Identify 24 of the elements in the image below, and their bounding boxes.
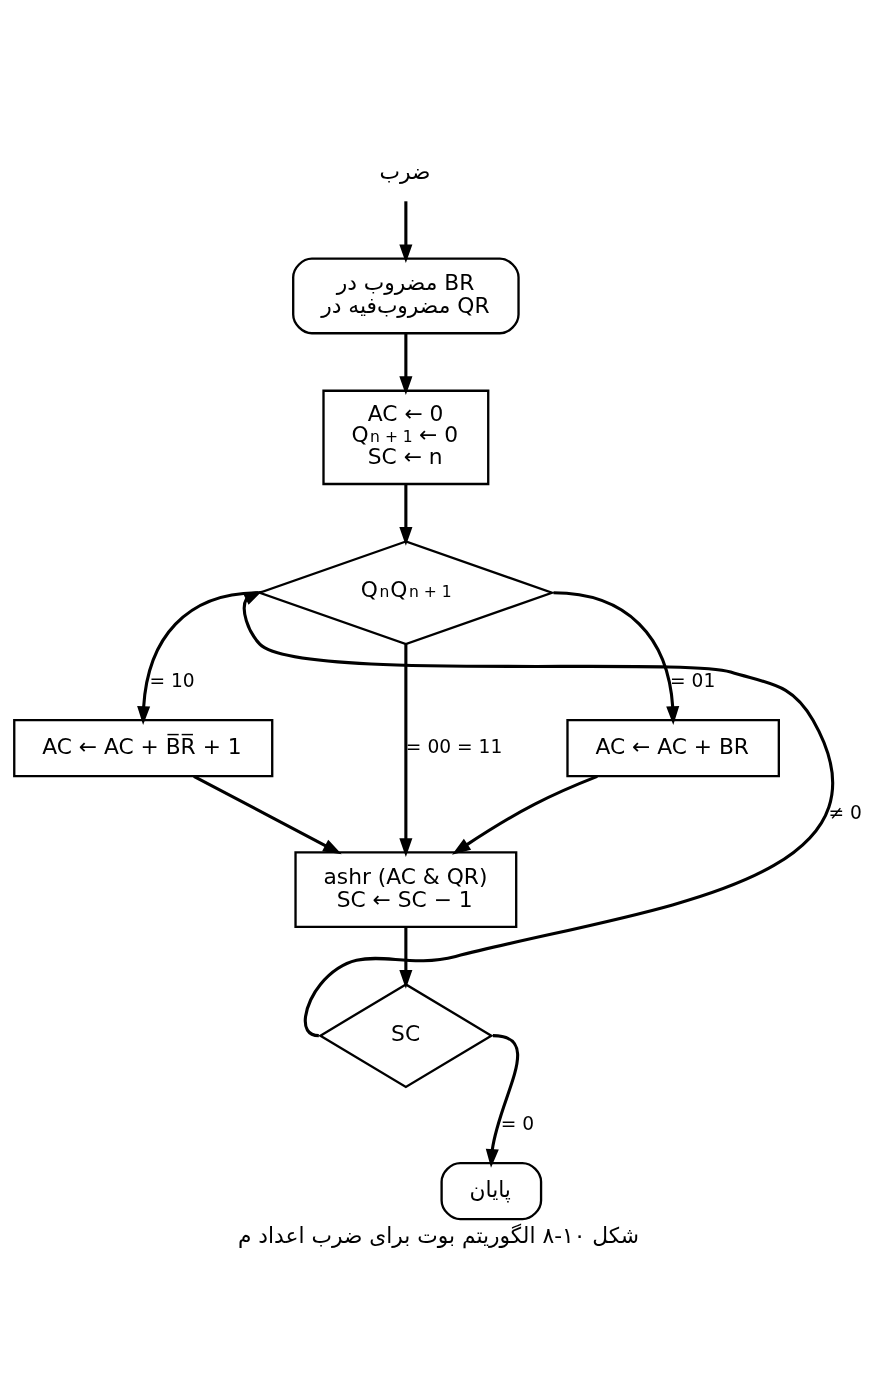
arrow — [137, 591, 259, 725]
node-diamond: SC — [318, 983, 494, 1089]
arrow — [485, 1034, 520, 1168]
node-box: ashr (AC & QR) SC ← SC − 1 — [294, 851, 518, 929]
node-box: مضروب در BR مضروب‌فیه در QR — [292, 257, 520, 335]
arrow — [399, 644, 413, 857]
arrow — [399, 333, 413, 396]
arrow — [452, 774, 598, 855]
node-box: AC ← AC + BR — [566, 719, 780, 778]
caption: شکل ۱۰-۸ الگوریتم بوت برای ضرب اعداد م — [237, 1222, 640, 1248]
node-box: پایان — [440, 1161, 543, 1221]
edge-label: = 00 = 11 — [405, 735, 503, 757]
edge-label: = 01 — [670, 669, 716, 691]
arrow — [399, 484, 413, 546]
arrow — [553, 591, 680, 725]
arrow — [399, 201, 413, 264]
edge-label: = 10 — [149, 669, 195, 691]
node-box: AC ← AC + B̅R̅ + 1 — [13, 719, 274, 778]
arrow — [193, 775, 342, 855]
edge-label: ≠ 0 — [828, 802, 862, 824]
arrow — [399, 927, 413, 989]
node-box: AC ← 0 Qn + 1 ← 0 SC ← n — [322, 389, 490, 486]
node-text: ضرب — [379, 158, 431, 184]
edge-label: = 0 — [500, 1112, 535, 1134]
